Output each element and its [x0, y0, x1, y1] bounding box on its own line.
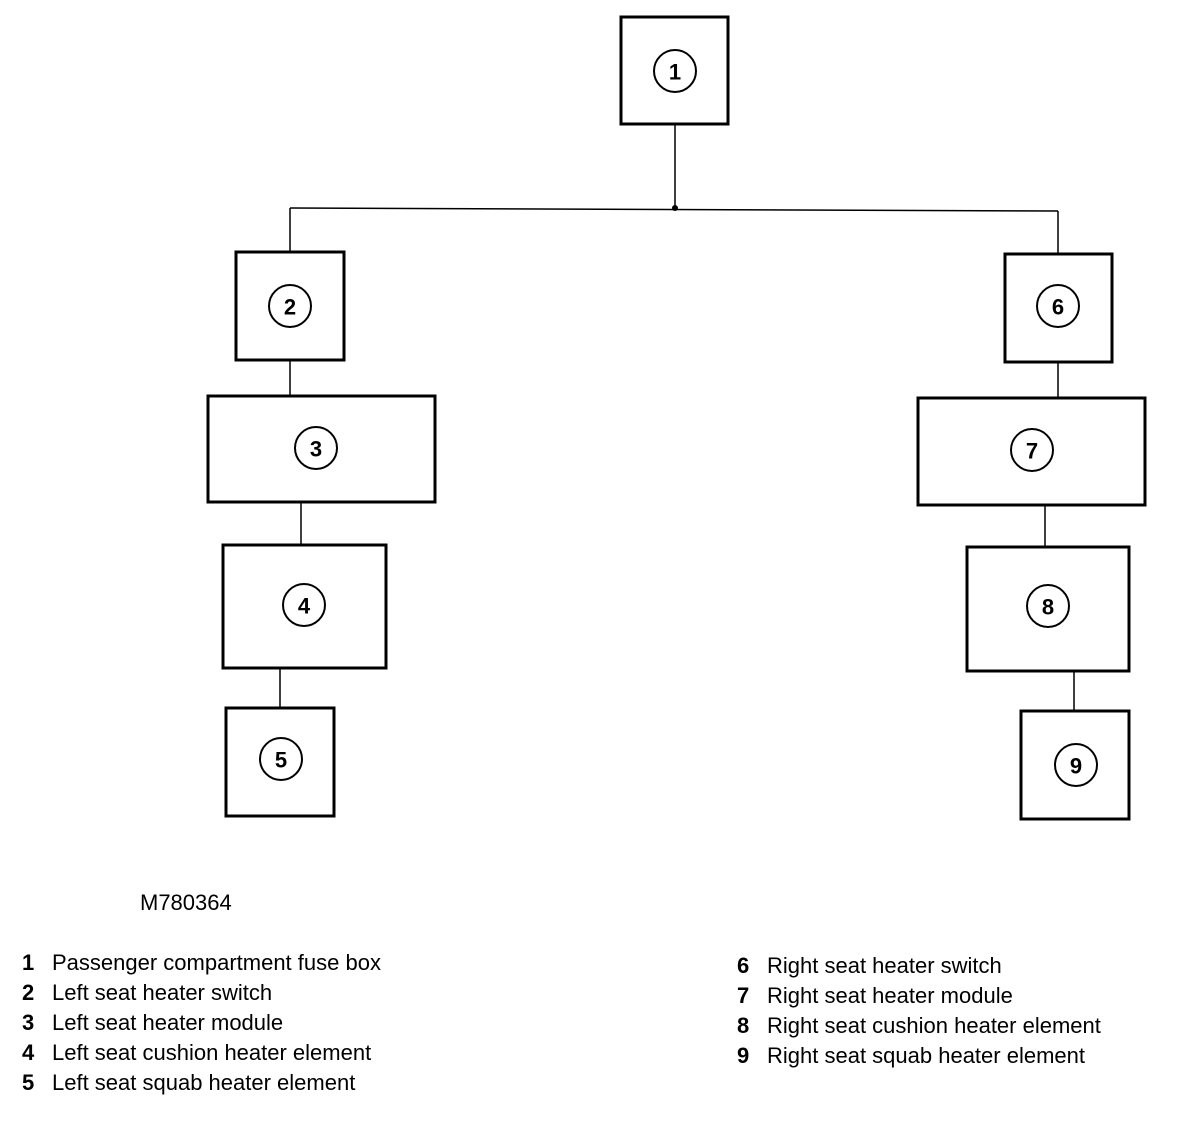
figure-reference-id: M780364 [140, 890, 232, 915]
legend-item: 5 Left seat squab heater element [22, 1068, 381, 1098]
legend-item-text: Left seat heater module [52, 1010, 284, 1035]
component-label-8: 8 [1042, 595, 1054, 620]
component-label-2: 2 [284, 295, 296, 320]
component-circle-8 [1026, 584, 1070, 628]
component-circle-9 [1054, 743, 1098, 787]
legend-item-number: 2 [22, 980, 35, 1005]
component-label-3: 3 [310, 437, 322, 462]
legend-item-text: Left seat squab heater element [52, 1070, 356, 1095]
component-circle-4 [282, 583, 326, 627]
legend-item-number: 7 [737, 983, 750, 1008]
legend-item: 7 Right seat heater module [737, 981, 1101, 1011]
component-circle-2 [268, 284, 312, 328]
legend-item-text: Right seat heater switch [767, 953, 1002, 978]
legend-item: 2 Left seat heater switch [22, 978, 381, 1008]
legend-item-text: Right seat squab heater element [767, 1043, 1085, 1068]
component-label-4: 4 [298, 594, 311, 619]
legend-item-number: 1 [22, 950, 35, 975]
legend-item: 8 Right seat cushion heater element [737, 1011, 1101, 1041]
component-label-9: 9 [1070, 754, 1082, 779]
legend-item-number: 9 [737, 1043, 750, 1068]
junction-dot [672, 205, 678, 211]
legend-item: 3 Left seat heater module [22, 1008, 381, 1038]
legend-item-text: Left seat heater switch [52, 980, 273, 1005]
component-circle-7 [1010, 428, 1054, 472]
legend-item-number: 6 [737, 953, 750, 978]
legend-item-number: 5 [22, 1070, 35, 1095]
component-label-1: 1 [669, 60, 681, 85]
legend-item-text: Right seat cushion heater element [767, 1013, 1101, 1038]
legend-item: 6 Right seat heater switch [737, 951, 1101, 981]
component-label-6: 6 [1052, 295, 1064, 320]
legend-item-text: Right seat heater module [767, 983, 1013, 1008]
component-circle-6 [1036, 284, 1080, 328]
component-label-7: 7 [1026, 439, 1038, 464]
legend-right: 6 Right seat heater switch 7 Right seat he… [737, 951, 1101, 1071]
legend-item: 4 Left seat cushion heater element [22, 1038, 381, 1068]
legend-item-text: Passenger compartment fuse box [52, 950, 381, 975]
component-circle-1 [653, 49, 697, 93]
component-circle-3 [294, 426, 338, 470]
component-label-5: 5 [275, 748, 287, 773]
legend-item-number: 4 [22, 1040, 35, 1065]
legend-item-number: 3 [22, 1010, 35, 1035]
legend-item: 9 Right seat squab heater element [737, 1041, 1101, 1071]
legend-item-text: Left seat cushion heater element [52, 1040, 372, 1065]
legend-item: 1 Passenger compartment fuse box [22, 948, 381, 978]
legend-item-number: 8 [737, 1013, 750, 1038]
component-circle-5 [259, 737, 303, 781]
